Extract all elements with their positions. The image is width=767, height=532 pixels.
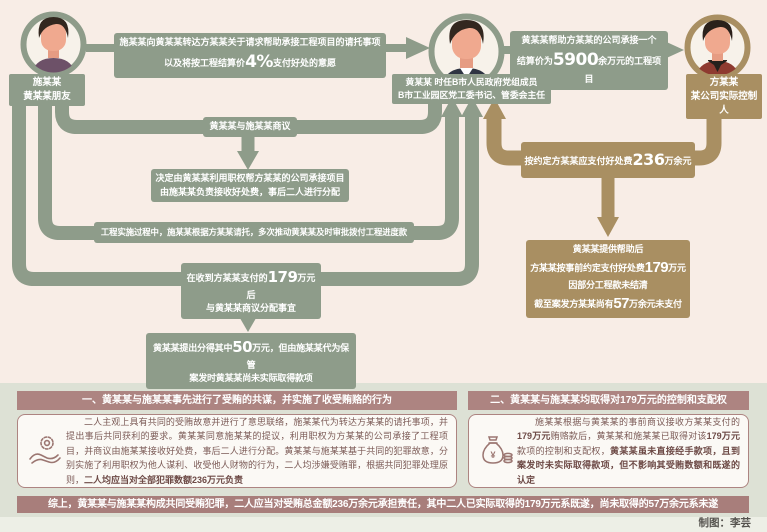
- footer-strip-background: [0, 517, 767, 532]
- flow-discuss-label: 黄某某与施某某商议: [203, 117, 297, 137]
- analysis-panel1-title: 一、黄某某与施某某事先进行了受贿的共谋，并实施了收受贿赂的行为: [17, 391, 457, 410]
- arrow-up-icon: [483, 98, 506, 119]
- analysis-panel1-text: 二人主观上具有共同的受贿故意并进行了意思联络，施某某代为转达方某某的请托事项，并…: [66, 416, 448, 485]
- arrow-right-icon: [406, 37, 430, 59]
- analysis-panel2-title: 二、黄某某与施某某均取得对179万元的控制和支配权: [468, 391, 749, 410]
- request-line1: 施某某向黄某某转达方某某关于请求帮助承接工程项目的请托事项: [119, 37, 381, 47]
- conclusion-bar: 综上，黄某某与施某某构成共同受贿犯罪，二人应当对受贿总金额236万余元承担责任，…: [17, 496, 749, 513]
- amount-50: 50: [232, 338, 253, 356]
- flow-request-box: 施某某向黄某某转达方某某关于请求帮助承接工程项目的请托事项 以及将按工程结算价4…: [114, 33, 386, 78]
- amount-179: 179: [267, 268, 298, 286]
- arrow-up-icon: [441, 97, 463, 117]
- possession-conclusion: 黄某某虽未直接经手款项，且到案发时未实际取得款项，但不影响其受贿数额和既遂的认定: [517, 445, 740, 485]
- percent-value: 4%: [245, 51, 273, 72]
- person-role: 黄某某朋友: [23, 90, 71, 102]
- handshake-gear-icon: [24, 432, 66, 470]
- project-value: 5900: [552, 49, 599, 70]
- person-icon: [31, 17, 76, 73]
- flow-receive-box: 在收到方某某支付的179万元后 与黄某某商议分配事宜: [181, 263, 321, 319]
- analysis-panel1-body: 二人主观上具有共同的受贿故意并进行了意思联络，施某某代为转达方某某的请托事项，并…: [17, 414, 457, 488]
- arrow-down-icon: [237, 151, 259, 170]
- person-shi-label: 施某某 黄某某朋友: [9, 74, 85, 106]
- person-role: 某公司实际控制人: [690, 90, 758, 116]
- amount-236: 236: [632, 150, 665, 169]
- person-name: 黄某某 时任B市人民政府党组成员: [405, 77, 538, 87]
- analysis-panel2-text: 施某某根据与黄某某的事前商议接收方某某支付的179万元贿赂款后，黄某某和施某某已…: [517, 416, 740, 485]
- person-role: B市工业园区党工委书记、管委会主任: [397, 89, 546, 100]
- person-icon: [695, 20, 740, 76]
- person-shi-avatar: [20, 11, 87, 78]
- flow-share-box: 黄某某提出分得其中50万元，但由施某某代为保管 案发时黄某某尚未实际取得款项: [146, 333, 356, 389]
- money-bag-icon: ¥: [475, 432, 517, 470]
- analysis-panel2-body: ¥ 施某某根据与黄某某的事前商议接收方某某支付的179万元贿赂款后，黄某某和施某…: [468, 414, 749, 488]
- person-huang-avatar: [428, 13, 505, 90]
- amount-179: 179: [644, 258, 669, 276]
- liability-conclusion: 二人均应当对全部犯罪数额236万元负责: [84, 474, 244, 485]
- flow-decide-box: 决定由黄某某利用职权帮方某某的公司承接项目 由施某某负责接收好处费，事后二人进行…: [151, 169, 349, 202]
- person-fang-label: 方某某 某公司实际控制人: [686, 74, 762, 120]
- credit-text: 制图：李芸: [698, 517, 752, 529]
- amount-57: 57: [613, 294, 630, 312]
- person-name: 方某某: [709, 77, 739, 88]
- arrow-up-icon: [461, 97, 483, 117]
- person-fang-avatar: [684, 14, 751, 81]
- person-name: 施某某: [32, 77, 62, 88]
- flow-progress-box: 工程实施过程中，施某某根据方某某请托，多次推动黄某某及时审批拨付工程进度款: [94, 222, 414, 243]
- flow-paid-box: 黄某某提供帮助后 方某某按事前约定支付好处费179万元 因部分工程款未结清 截至…: [526, 240, 690, 318]
- svg-text:¥: ¥: [490, 450, 495, 460]
- arrow-down-icon: [597, 217, 619, 237]
- person-huang-label: 黄某某 时任B市人民政府党组成员 B市工业园区党工委书记、管委会主任: [392, 74, 551, 104]
- flow-agreed-box: 按约定方某某应支付好处费236万余元: [521, 142, 695, 178]
